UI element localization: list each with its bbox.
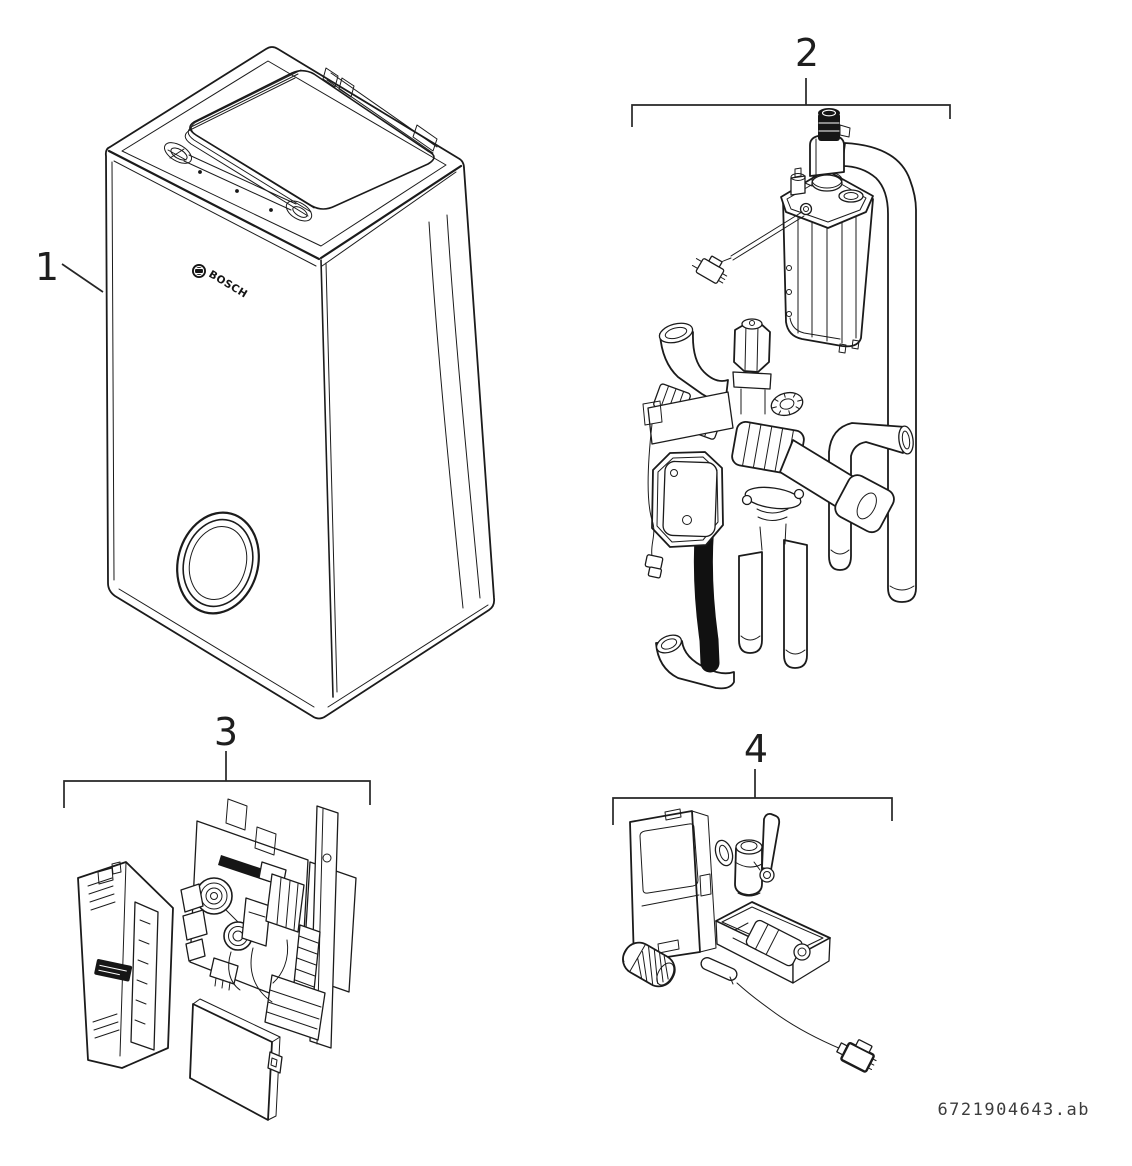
ball-valve	[714, 812, 781, 897]
down-pipe-a	[738, 551, 763, 654]
side-grille-lines	[428, 214, 481, 609]
actuator-tray	[715, 901, 831, 984]
tank-cap	[818, 108, 840, 141]
suction-elbow	[655, 634, 735, 690]
strainer-filter	[622, 941, 676, 988]
callout-leader-1	[61, 263, 104, 293]
part-callout-label-4: 4	[743, 727, 769, 771]
air-vent-valve	[790, 167, 813, 196]
tank-sensor-cable	[691, 202, 813, 284]
part3-control-electronics-illustration	[77, 798, 357, 1121]
return-elbow	[658, 322, 729, 401]
accessory-cover-panel	[629, 808, 717, 963]
part-callout-label-2: 2	[794, 31, 820, 75]
front-ring-window	[176, 511, 260, 615]
control-box-cover	[77, 861, 174, 1069]
elbow-pipe-mid	[828, 422, 914, 571]
down-pipe-b	[783, 539, 808, 669]
circulation-pump	[644, 423, 724, 579]
part4-accessory-kit-illustration	[622, 808, 877, 1073]
diverter-valve-actuator	[732, 318, 772, 415]
callout-bracket-3	[63, 751, 371, 808]
part1-indoor-unit-illustration: BOSCH	[104, 46, 496, 720]
deck-handle-groove	[163, 142, 313, 222]
riser-pipe-right	[841, 142, 917, 603]
cable-connector-plug	[836, 1039, 877, 1073]
top-lid	[184, 69, 435, 217]
manifold-couplings	[642, 383, 895, 551]
callout-bracket-2	[631, 78, 951, 127]
sensor-cable	[700, 957, 877, 1073]
unit-body	[104, 46, 496, 720]
valve-lever	[753, 812, 781, 883]
part-callout-label-1: 1	[34, 245, 60, 289]
part2-hydraulic-assembly-illustration	[642, 108, 917, 690]
callout-bracket-4	[612, 769, 893, 825]
part-callout-label-3: 3	[213, 710, 239, 754]
top-mounting-bracket	[322, 67, 438, 154]
blank-cover-panel	[189, 998, 283, 1121]
document-number: 6721904643.ab	[937, 1100, 1090, 1120]
pcb-components	[180, 861, 326, 1041]
